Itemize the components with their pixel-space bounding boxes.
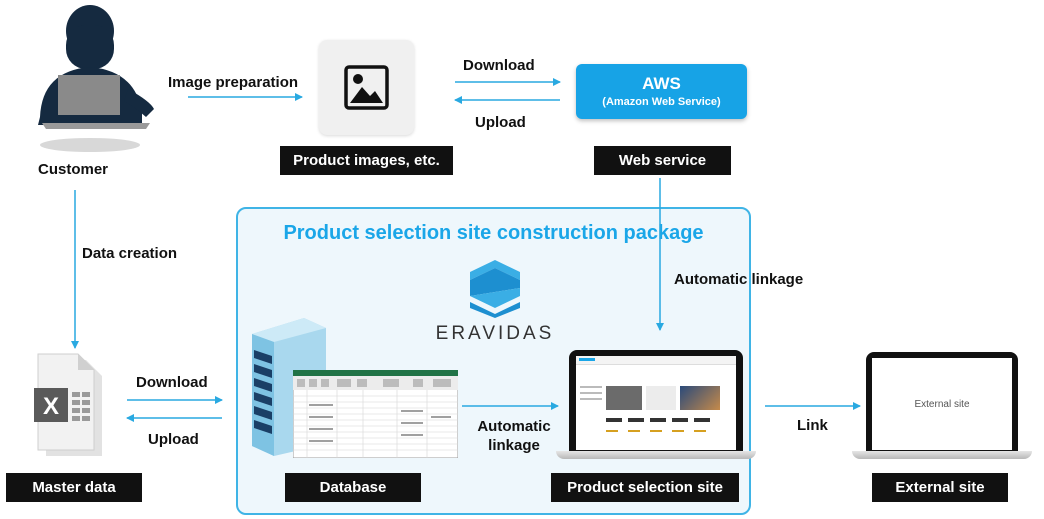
customer-label: Customer [38, 161, 109, 178]
aws-title: AWS [642, 74, 681, 93]
image-preparation-label: Image preparation [168, 74, 299, 91]
data-creation-label: Data creation [82, 245, 178, 262]
download-left-label: Download [136, 374, 208, 391]
person-laptop-icon [38, 5, 154, 152]
external-site-screen: External site [872, 358, 1012, 450]
image-icon [344, 65, 389, 110]
upload-top-label: Upload [475, 114, 526, 131]
link-label: Link [797, 417, 828, 434]
master-data-label: Master data [6, 473, 142, 502]
product-site-screen [576, 356, 736, 450]
external-site-screen-text: External site [914, 398, 970, 410]
external-site-label: External site [872, 473, 1008, 502]
svg-text:X: X [43, 393, 59, 420]
external-site-laptop-base [852, 451, 1032, 459]
package-title: Product selection site construction pack… [283, 222, 704, 244]
automatic-linkage-mid-label: Automatic linkage [477, 418, 551, 454]
excel-file-icon: X [34, 353, 102, 456]
product-images-label: Product images, etc. [280, 146, 453, 175]
aws-box: AWS (Amazon Web Service) [576, 64, 747, 119]
spreadsheet-icon [293, 370, 458, 458]
download-top-label: Download [463, 57, 535, 74]
eravidas-logo [470, 260, 520, 318]
database-label: Database [285, 473, 421, 502]
product-image-card [319, 40, 414, 135]
web-service-label: Web service [594, 146, 731, 175]
aws-subtitle: (Amazon Web Service) [602, 96, 721, 108]
product-selection-site-label: Product selection site [551, 473, 739, 502]
automatic-linkage-top-label: Automatic linkage [674, 271, 804, 288]
product-site-laptop-base [556, 451, 756, 459]
brand-name: ERAVIDAS [435, 323, 555, 344]
upload-left-label: Upload [148, 431, 199, 448]
